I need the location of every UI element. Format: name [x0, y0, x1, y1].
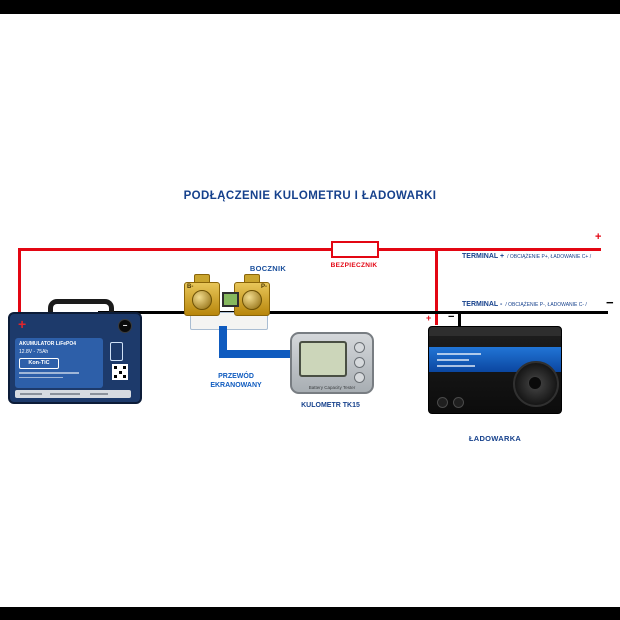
charger-connector-2 [453, 397, 464, 408]
charger-plus-mark: + [426, 313, 432, 323]
battery-bottom-text [20, 393, 42, 395]
battery-qr-pattern [114, 366, 117, 369]
shielded-cable-horizontal [219, 350, 292, 358]
positive-wire-charger-drop [435, 248, 438, 325]
terminal-plus-title: TERMINAL + [462, 253, 505, 260]
battery-bottom-text [90, 393, 108, 395]
negative-wire-horizontal [98, 311, 608, 314]
battery-spec: 12.8V - 75Ah [19, 349, 49, 355]
shunt-terminal-right: P- [234, 282, 270, 316]
shunt-terminal-left: B- [184, 282, 220, 316]
battery-qr-code [112, 364, 128, 380]
page-title: PODŁĄCZENIE KULOMETRU I ŁADOWARKI [183, 190, 437, 202]
battery-bottom-text [50, 393, 80, 395]
charger-panel-text-line [437, 365, 475, 367]
charger-panel-text-line [437, 359, 469, 361]
fuse-label: BEZPIECZNIK [330, 262, 378, 269]
coulometer-button-1 [354, 342, 365, 353]
shunt-label: BOCZNIK [249, 264, 287, 273]
coulometer-button-3 [354, 372, 365, 383]
terminal-plus-annotation: TERMINAL + / OBCIĄŻENIE P+, ŁADOWANIE C+… [462, 253, 591, 260]
battery-name: AKUMULATOR LiFePO4 [19, 341, 77, 347]
charger-minus-mark: − [448, 311, 455, 323]
charger-panel-text-line [437, 353, 481, 355]
terminal-plus-mark: + [595, 231, 602, 243]
terminal-minus-annotation: TERMINAL - / OBCIĄŻENIE P-, ŁADOWANIE C-… [462, 301, 587, 308]
battery-device: + − AKUMULATOR LiFePO4 12.8V - 75Ah Kon-… [8, 312, 142, 404]
battery-label-panel: AKUMULATOR LiFePO4 12.8V - 75Ah Kon-TiC [15, 338, 103, 388]
coulometer-lcd-screen [299, 341, 347, 377]
positive-wire-horizontal [18, 248, 601, 251]
shunt-screw-right [242, 290, 262, 310]
charger-top-face [429, 327, 561, 336]
terminal-minus-title: TERMINAL - [462, 301, 503, 308]
coulometer-label: KULOMETR TK15 [301, 402, 360, 409]
shunt-terminal-left-label: B- [187, 284, 194, 290]
negative-wire-charger-drop [458, 311, 461, 326]
battery-bottom-strip [15, 390, 131, 398]
shielded-cable-label-line2: EKRANOWANY [210, 382, 262, 390]
charger-label: ŁADOWARKA [468, 434, 522, 443]
charger-connector-1 [437, 397, 448, 408]
terminal-minus-mark: − [606, 295, 614, 310]
coulometer-caption: Battery Capacity Tester [308, 385, 356, 390]
shielded-cable-label-line1: PRZEWÓD [218, 373, 254, 380]
shielded-cable-label: PRZEWÓD EKRANOWANY [198, 372, 274, 390]
letterbox-top [0, 0, 620, 14]
shielded-cable-vertical [219, 326, 227, 358]
fuse-symbol [331, 241, 379, 258]
battery-handle [48, 299, 114, 320]
positive-wire-battery-drop [18, 248, 21, 314]
terminal-minus-detail: / OBCIĄŻENIE P-, ŁADOWANIE C- / [505, 302, 587, 308]
battery-fine-print-line [19, 376, 63, 378]
shunt-base-plate [190, 312, 268, 330]
battery-plus-icon: + [18, 316, 27, 332]
letterbox-bottom [0, 607, 620, 620]
shunt-screw-left [192, 290, 212, 310]
charger-fan-hub [528, 376, 542, 390]
shunt-device: B- P- [178, 274, 278, 330]
battery-fine-print-line [19, 372, 79, 374]
terminal-plus-detail: / OBCIĄŻENIE P+, ŁADOWANIE C+ / [507, 254, 592, 260]
charger-device [428, 326, 562, 414]
charger-fan [513, 361, 559, 407]
shunt-sensor-display [222, 292, 239, 307]
coulometer-button-2 [354, 357, 365, 368]
battery-brand-logo: Kon-TiC [19, 358, 59, 369]
shunt-terminal-right-label: P- [261, 284, 267, 290]
coulometer-device: Battery Capacity Tester [290, 332, 374, 394]
battery-phone-icon [110, 342, 123, 361]
battery-minus-icon: − [118, 319, 132, 333]
